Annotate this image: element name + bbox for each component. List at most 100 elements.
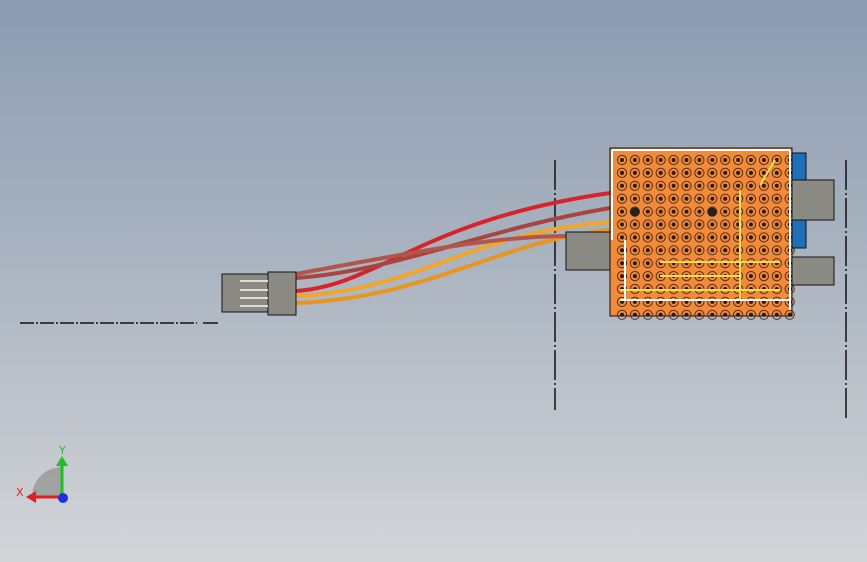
perfboard-pad [720,258,731,269]
perfboard-pad [668,167,679,178]
perfboard-pad [720,309,731,320]
perfboard[interactable] [609,147,795,320]
perfboard-hole [684,183,689,188]
perfboard-hole [684,158,689,162]
perfboard-hole [671,222,676,227]
perfboard-hole [632,170,637,175]
perfboard-pad [694,258,705,269]
perfboard-pad [745,296,757,307]
perfboard-pad [668,154,679,166]
perfboard-pad [745,154,757,166]
perfboard-pad [758,296,770,307]
wire-brown-crossing[interactable] [294,234,570,276]
perfboard-pad [616,193,628,204]
board-side-block[interactable] [565,231,613,271]
perfboard-hole [723,209,728,214]
perfboard-pad [745,245,757,256]
perfboard-pad [629,180,641,191]
perfboard-pad [681,167,692,178]
wire-red[interactable] [294,191,612,293]
perfboard-pad [681,258,692,269]
perfboard-hole [749,170,753,175]
side-connectors[interactable] [791,152,835,286]
perfboard-hole [620,248,624,253]
perfboard-pad [616,258,628,269]
perfboard-pad [668,193,679,204]
perfboard-hole [697,248,702,253]
perfboard-hole [645,170,650,175]
perfboard-pad [771,193,782,204]
perfboard-hole [710,196,715,201]
perfboard-pad [616,167,628,178]
triad-x-arrow [26,491,36,503]
perfboard-hole [658,222,663,227]
perfboard-hole [645,183,650,188]
perfboard-pad [655,206,666,217]
perfboard-hole [774,222,779,227]
perfboard-hole [632,274,637,279]
perfboard-pad [642,309,653,320]
triad-y-arrow [56,456,68,466]
perfboard-pad [771,167,782,178]
perfboard-hole [774,170,779,175]
wire-orange-upper[interactable] [294,220,612,298]
perfboard-hole [761,312,766,317]
perfboard-pad [668,309,679,320]
perfboard-hole [774,274,779,279]
perfboard-hole [658,170,663,175]
perfboard-pad [694,154,705,166]
side-plug-lower[interactable] [791,256,835,286]
perfboard-hole [697,158,702,162]
wire-bundle[interactable] [294,191,612,305]
perfboard-pad [733,180,744,191]
perfboard-pad [642,258,653,269]
perfboard-pad [758,309,770,320]
perfboard-hole [697,183,702,188]
side-plug-upper[interactable] [791,179,835,221]
perfboard-pad [707,296,718,307]
perfboard-pad [758,180,770,191]
perfboard-hole [710,235,715,240]
perfboard-hole [761,196,766,201]
perfboard-pad [694,309,705,320]
perfboard-pad [707,219,718,230]
perfboard-hole [787,312,792,317]
perfboard-pad [771,258,782,269]
perfboard-hole [684,248,689,253]
pin-header-connector[interactable] [221,271,297,316]
orientation-triad[interactable]: Y X [16,444,68,503]
perfboard-hole [774,158,779,162]
perfboard-pad [733,219,744,230]
perfboard-pad [681,219,692,230]
perfboard-pad [771,271,782,282]
perfboard-hole [761,183,766,188]
perfboard-pad [694,206,705,217]
perfboard-pad [733,245,744,256]
triad-plane-quadrant [32,467,62,497]
perfboard-pad [655,167,666,178]
perfboard-pad [733,167,744,178]
perfboard-hole [645,312,650,317]
perfboard-hole [736,158,741,162]
perfboard-hole [761,170,766,175]
perfboard-pad [642,180,653,191]
perfboard-pad [745,219,757,230]
mounting-hole [630,207,640,217]
perfboard-hole [710,158,715,162]
perfboard-pad [758,258,770,269]
perfboard-pad [629,271,641,282]
perfboard-pad [655,258,666,269]
perfboard-hole [632,158,637,162]
perfboard-hole [620,196,624,201]
perfboard-pad [629,309,641,320]
perfboard-pad [758,232,770,243]
perfboard-hole [620,312,624,317]
wire-brown-red[interactable] [294,206,612,280]
perfboard-hole [632,248,637,253]
perfboard-hole [723,183,728,188]
perfboard-pad [629,232,641,243]
perfboard-pad [694,180,705,191]
perfboard-hole [671,183,676,188]
